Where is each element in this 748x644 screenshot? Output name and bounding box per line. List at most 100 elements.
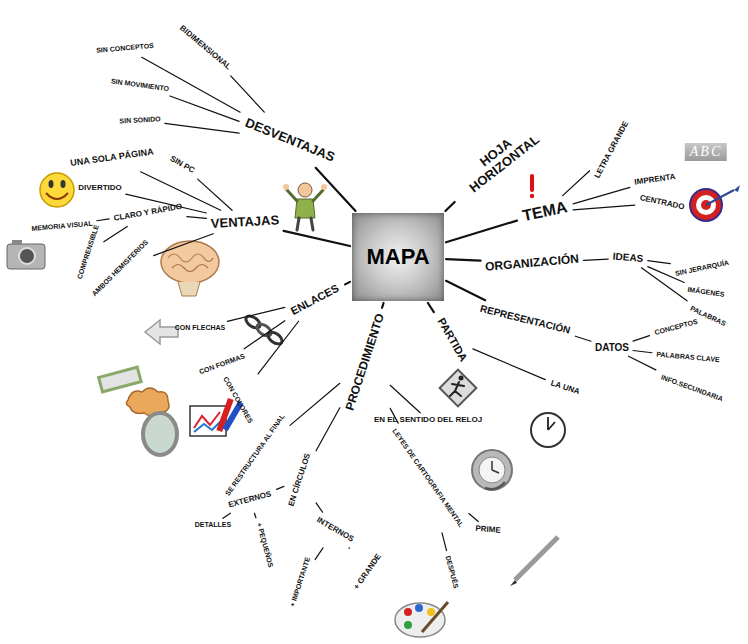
- branch-line: [573, 205, 635, 210]
- branch-topic: EN EL SENTIDO DEL RELOJ: [372, 415, 484, 425]
- branch-topic: AMBOS HEMISFERIOS: [88, 236, 151, 299]
- topic-text: SE RESTRUCTURA AL FINAL: [224, 413, 286, 497]
- topic-text: CON FORMAS: [198, 352, 245, 375]
- branch-topic: SIN CONCEPTOS: [94, 41, 156, 56]
- branch-topic: SIN PC: [166, 153, 198, 177]
- branch-line: [227, 307, 284, 321]
- branch-line: [633, 336, 649, 341]
- branch-topic: SIN MOVIMIENTO: [108, 76, 171, 94]
- branch-topic: + IMPORTANTE: [287, 554, 313, 610]
- smiley-mouth: [46, 193, 68, 199]
- topic-text: DESPUÉS: [444, 555, 460, 589]
- topic-text: MEMORIA VISUAL: [31, 220, 93, 233]
- man-arms: [287, 190, 323, 201]
- paint-dot: [404, 621, 412, 629]
- clock-swirl: [485, 482, 505, 489]
- branch-topic: CON FORMAS: [196, 351, 248, 378]
- camera-lens: [19, 248, 35, 264]
- branch-line: [473, 349, 545, 380]
- branch-topic: ENLACES: [287, 281, 343, 320]
- branch-topic: IMPRENTA: [632, 172, 678, 189]
- topic-text: DESVENTAJAS: [243, 116, 336, 164]
- topic-text: LETRA GRANDE: [593, 120, 630, 180]
- topic-text: MAPA: [366, 245, 429, 268]
- topic-text: EN EL SENTIDO DEL RELOJ: [374, 416, 482, 424]
- smiley-eye: [61, 180, 66, 188]
- branch-topic: CON FLECHAS: [173, 323, 228, 332]
- topic-text: IMPRENTA: [634, 173, 676, 187]
- branch-line: [446, 281, 485, 300]
- branch-topic: BIDIMENSIONAL: [176, 22, 235, 74]
- branch-topic: INTERNOS: [313, 514, 357, 546]
- branch-topic: COMPRENSIBLE: [74, 222, 102, 282]
- branch-topic: DESPUÉS: [443, 553, 462, 592]
- paint-dot: [404, 608, 412, 616]
- central-topic: MAPA: [352, 213, 444, 301]
- man-thumb: [321, 184, 327, 190]
- topic-text: PARTIDA: [435, 316, 469, 363]
- topic-text: EN CÍRCULOS: [287, 452, 312, 507]
- branch-line: [316, 503, 322, 512]
- branch-topic: SIN JERARQUÍA: [672, 257, 732, 278]
- smiley-eye: [49, 180, 54, 188]
- smiley-face: [40, 173, 74, 207]
- branch-line: [575, 336, 591, 341]
- topic-text: SIN JERARQUÍA: [674, 259, 729, 278]
- topic-text: CON COLORES: [222, 376, 254, 425]
- topic-text: SIN SONIDO: [119, 115, 161, 124]
- branch-topic: CLARO Y RÁPIDO: [111, 202, 185, 225]
- branch-topic: + PEQUEÑOS: [254, 520, 276, 570]
- topic-text: EXTERNOS: [228, 490, 273, 509]
- branch-topic: EN CÍRCULOS: [286, 450, 314, 509]
- topic-text: CENTRADO: [639, 194, 685, 212]
- branch-topic: PRIME: [473, 524, 503, 537]
- topic-text: SIN MOVIMIENTO: [110, 77, 169, 92]
- running-sign: [440, 370, 477, 407]
- branch-line: [231, 76, 265, 112]
- branch-topic: CONCEPTOS: [652, 316, 701, 338]
- branch-topic: CENTRADO: [637, 193, 687, 213]
- topic-text: + GRANDE: [353, 553, 384, 592]
- branch-topic: LETRA GRANDE: [592, 118, 633, 182]
- branch-line: [446, 259, 481, 261]
- man-head: [298, 183, 312, 197]
- pencil-icon: [515, 537, 558, 580]
- topic-text: TEMA: [521, 199, 569, 225]
- branch-topic: LEYES DE CARTOGRAFIA MENTAL: [389, 425, 467, 531]
- branch-line: [316, 408, 340, 451]
- branch-line: [187, 217, 207, 219]
- branch-line: [345, 282, 350, 285]
- clock-hands: [492, 461, 499, 473]
- branch-line: [165, 123, 239, 133]
- label-text: ABC: [690, 144, 722, 159]
- topic-text: LA UNA: [549, 379, 580, 396]
- exclamation-dot: [530, 194, 534, 198]
- branch-line: [382, 303, 383, 308]
- branch-topic: IDEAS: [610, 250, 646, 265]
- branch-topic: SE RESTRUCTURA AL FINAL: [222, 411, 288, 500]
- topic-text: ENLACES: [289, 283, 341, 318]
- branch-topic: MEMORIA VISUAL: [29, 219, 95, 234]
- brain-folds: [168, 254, 213, 272]
- camera-icon: [7, 244, 45, 269]
- target-arrow: [706, 190, 734, 205]
- runner-body: [450, 382, 464, 396]
- brain-icon: [161, 241, 219, 283]
- branch-topic: DETALLES: [193, 520, 233, 529]
- runner-head: [459, 376, 464, 381]
- man-thumb: [283, 184, 289, 190]
- branch-line: [290, 383, 340, 425]
- branch-topic: UNA SOLA PÁGINA: [68, 146, 157, 170]
- clock-hands: [548, 417, 555, 430]
- branch-topic: ORGANIZACIÓN: [483, 251, 582, 274]
- clock-icon: [472, 450, 512, 490]
- paint-dot: [427, 608, 435, 616]
- branch-topic: INFO.SECUNDARIA: [658, 372, 726, 404]
- topic-text: VENTAJAS: [210, 213, 279, 230]
- branch-topic: REPRESENTACIÓN: [477, 302, 574, 338]
- branch-line: [445, 202, 454, 211]
- topic-text: DATOS: [595, 343, 629, 354]
- clock-face: [479, 457, 505, 483]
- branch-line: [563, 171, 590, 196]
- branch-topic: DATOS: [593, 342, 631, 355]
